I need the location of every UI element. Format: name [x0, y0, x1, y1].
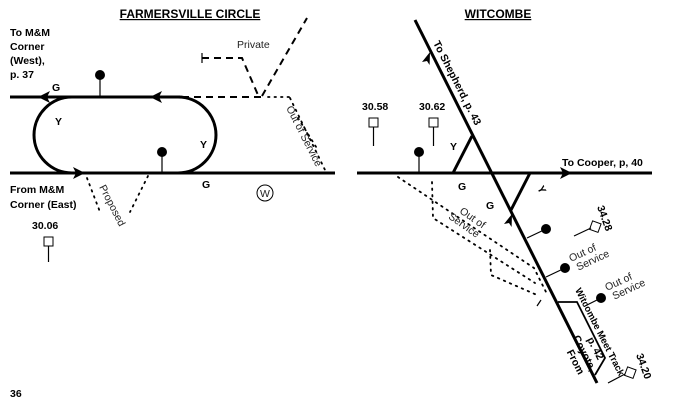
signal [414, 147, 424, 173]
aspect-y: Y [450, 141, 457, 153]
signal [95, 70, 105, 97]
milepost-label: 30.62 [419, 101, 445, 113]
svg-text:W: W [260, 188, 270, 200]
to-shepherd-label: To Shepherd, p. 43 [430, 39, 483, 128]
milepost-marker [368, 117, 379, 146]
arrow-east-icon [560, 167, 572, 179]
witcombe-meet-track [558, 301, 607, 376]
witcombe-diagram: WITCOMBE To Shepherd, p. 43 To Cooper, p… [357, 7, 653, 384]
diagonal-main-track [413, 19, 599, 384]
milepost-marker [573, 220, 602, 237]
milepost-marker [428, 117, 439, 146]
out-of-service-track [397, 176, 549, 297]
out-of-service-label: Out ofService [603, 267, 647, 304]
to-cooper-label: To Cooper, p, 40 [562, 157, 643, 169]
dashed-track [261, 17, 308, 97]
milepost-marker [607, 366, 637, 384]
arrow-north-icon [422, 52, 430, 65]
arrow-west-icon [38, 91, 50, 103]
wye-leg [509, 172, 532, 211]
proposed-track [129, 175, 149, 213]
aspect-g: G [52, 82, 60, 94]
milepost-marker [43, 236, 54, 262]
to-west-label: To M&M Corner (West), p. 37 [10, 27, 53, 81]
aspect-g: G [486, 200, 494, 212]
witcombe-title: WITCOMBE [465, 7, 532, 21]
arrow-west-icon [150, 91, 162, 103]
water-symbol: W [256, 184, 274, 202]
from-east-label: From M&M Corner (East) [10, 184, 77, 211]
arrow-east-icon [73, 167, 85, 179]
milepost-label: 34.20 [633, 352, 653, 381]
out-of-service-track [489, 249, 538, 296]
signal [545, 263, 570, 278]
wye-leg [451, 135, 474, 174]
aspect-g: G [202, 179, 210, 191]
aspect-y: Y [55, 116, 62, 128]
aspect-g: G [458, 181, 466, 193]
out-of-service-label: Out ofService [567, 238, 611, 275]
proposed-label: Proposed [96, 183, 127, 229]
out-of-service-track [431, 181, 536, 284]
aspect-y: Y [200, 139, 207, 151]
out-of-service-track [297, 117, 319, 151]
signal [584, 293, 606, 307]
out-of-service-label: Out of Service [283, 104, 324, 169]
private-label: Private [237, 39, 270, 51]
signal [526, 224, 551, 239]
bumper-icon [536, 299, 542, 307]
loop-track [32, 95, 218, 175]
out-of-service-label: Out ofService [446, 202, 488, 241]
milepost-label: 30.06 [32, 220, 58, 232]
arrow-north-icon [504, 214, 512, 227]
aspect-y: Y [534, 184, 548, 196]
proposed-track [86, 177, 101, 213]
signal [157, 147, 167, 173]
milepost-label: 30.58 [362, 101, 388, 113]
farmersville-title: FARMERSVILLE CIRCLE [120, 7, 261, 21]
private-track [202, 57, 259, 96]
page-number: 36 [10, 388, 22, 400]
farmersville-circle-diagram: FARMERSVILLE CIRCLE To M&M Corner (West)… [10, 7, 335, 262]
